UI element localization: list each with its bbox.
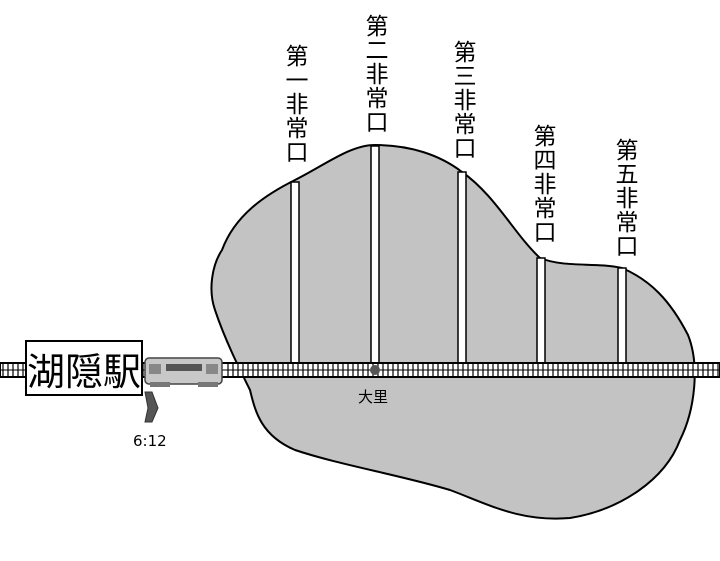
stop-label: 大里 — [358, 388, 389, 406]
mountain — [210, 143, 696, 520]
departure-time: 6:12 — [133, 432, 167, 450]
train — [144, 357, 223, 387]
exit-label-1: 第一非常口 — [281, 44, 307, 164]
direction-arrow-icon — [144, 391, 159, 423]
stop-marker — [370, 365, 380, 375]
station-sign: 湖隠駅 — [25, 340, 143, 396]
exit-label-2: 第二非常口 — [361, 14, 387, 134]
exit-label-5: 第五非常口 — [611, 138, 637, 258]
exit-label-3: 第三非常口 — [449, 40, 475, 160]
exit-label-4: 第四非常口 — [529, 124, 555, 244]
